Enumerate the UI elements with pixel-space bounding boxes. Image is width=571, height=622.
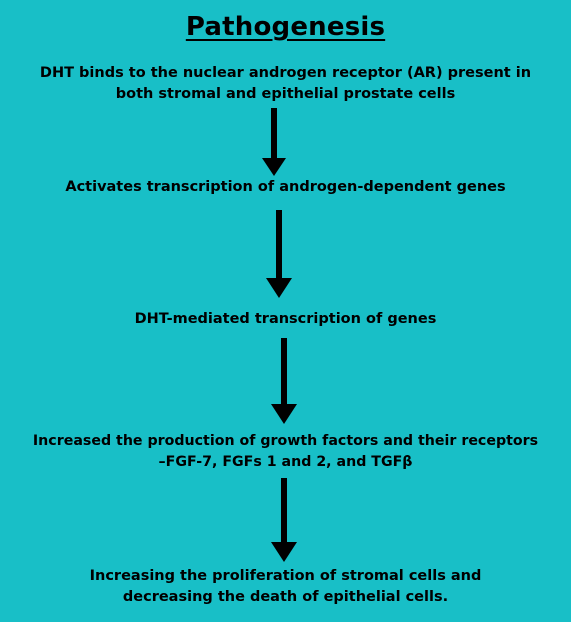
step-3: DHT-mediated transcription of genes — [0, 309, 571, 330]
diagram-title: Pathogenesis — [185, 12, 386, 42]
step-1-line-1: DHT binds to the nuclear androgen recept… — [39, 65, 532, 81]
step-1: DHT binds to the nuclear androgen recept… — [0, 63, 571, 105]
step-4-line-2: –FGF-7, FGFs 1 and 2, and TGFβ — [158, 454, 413, 470]
arrow-2-icon — [266, 210, 292, 298]
arrow-3-icon — [271, 338, 297, 424]
step-3-line-1: DHT-mediated transcription of genes — [134, 311, 437, 327]
arrow-4-icon — [271, 478, 297, 562]
step-5-line-1: Increasing the proliferation of stromal … — [89, 568, 482, 584]
step-4: Increased the production of growth facto… — [0, 431, 571, 473]
arrow-1-icon — [262, 108, 286, 176]
step-5: Increasing the proliferation of stromal … — [0, 566, 571, 608]
step-5-line-2: decreasing the death of epithelial cells… — [122, 589, 449, 605]
step-1-line-2: both stromal and epithelial prostate cel… — [115, 86, 456, 102]
step-4-line-1: Increased the production of growth facto… — [32, 433, 539, 449]
step-2-line-1: Activates transcription of androgen-depe… — [65, 179, 506, 195]
step-2: Activates transcription of androgen-depe… — [0, 177, 571, 198]
